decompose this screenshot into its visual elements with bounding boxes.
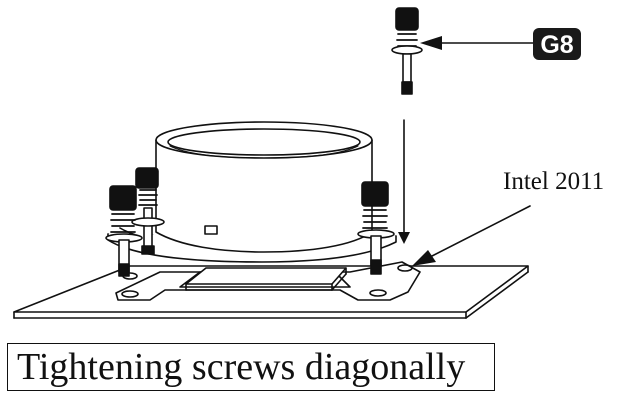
mounted-screw-front-left <box>105 185 143 277</box>
cpu-chip <box>185 267 347 291</box>
bracket-hole-right <box>369 289 387 297</box>
down-arrow <box>398 119 410 244</box>
socket-label: Intel 2011 <box>503 168 604 195</box>
pump-head <box>155 121 373 253</box>
part-code-badge: G8 <box>533 28 581 60</box>
caption-box: Tightening screws diagonally <box>7 343 495 391</box>
mounted-screw-back-left <box>131 167 165 255</box>
bracket-hole-left <box>121 290 139 298</box>
part-code-label: G8 <box>540 31 573 59</box>
pump-head-notch <box>204 225 218 235</box>
thumb-screw-g8 <box>391 7 423 95</box>
part-callout-arrow <box>420 36 541 50</box>
mounted-screw-right <box>357 181 395 275</box>
caption-text: Tightening screws diagonally <box>17 346 466 388</box>
socket-callout-arrow <box>412 205 531 266</box>
